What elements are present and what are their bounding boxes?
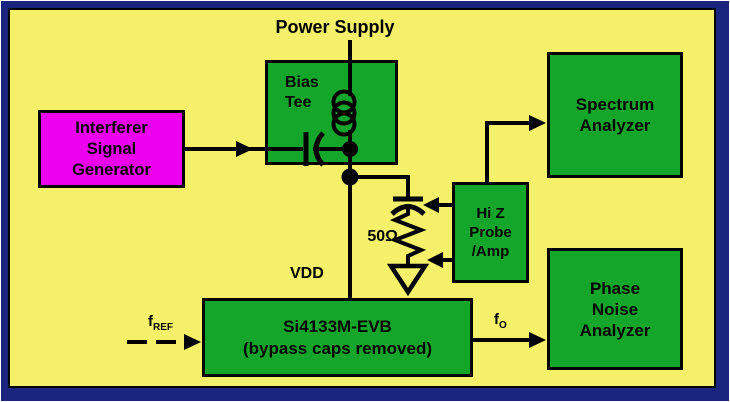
si4133m-evb-label: Si4133M-EVB (bypass caps removed): [243, 316, 432, 358]
f-ref-symbol: f: [148, 313, 153, 330]
interferer-label: Interferer Signal Generator: [72, 118, 151, 179]
resistor-value-label: 50Ω: [367, 228, 398, 245]
power-supply-label: Power Supply: [275, 17, 395, 37]
block-hi-z-probe-amp: Hi Z Probe /Amp: [452, 182, 529, 283]
spectrum-analyzer-label: Spectrum Analyzer: [575, 95, 655, 135]
f-out-subscript: O: [499, 320, 507, 331]
f-ref-subscript: REF: [153, 322, 173, 333]
block-bias-tee: Bias Tee: [265, 60, 398, 165]
vdd-label: VDD: [290, 265, 324, 282]
bias-tee-label: Bias Tee: [285, 74, 319, 111]
phase-noise-analyzer-label: Phase Noise Analyzer: [579, 278, 651, 340]
f-out-symbol: f: [494, 311, 499, 328]
block-phase-noise-analyzer: Phase Noise Analyzer: [547, 248, 683, 370]
block-spectrum-analyzer: Spectrum Analyzer: [547, 52, 683, 178]
hi-z-probe-label: Hi Z Probe /Amp: [469, 205, 512, 260]
f-ref-label: fREF: [148, 313, 173, 334]
f-out-label: fO: [494, 311, 507, 332]
block-si4133m-evb: Si4133M-EVB (bypass caps removed): [202, 298, 473, 377]
block-interferer-signal-generator: Interferer Signal Generator: [38, 110, 185, 188]
